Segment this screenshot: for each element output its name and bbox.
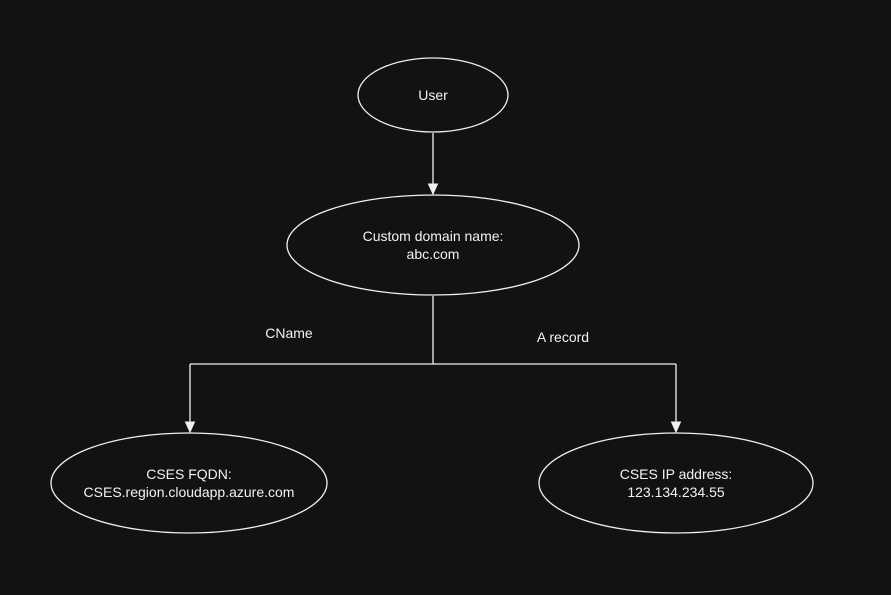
node-cses-ip-title: CSES IP address:: [620, 466, 733, 482]
node-cses-fqdn[interactable]: CSES FQDN: CSES.region.cloudapp.azure.co…: [50, 432, 328, 534]
node-cses-fqdn-title: CSES FQDN:: [146, 466, 232, 482]
arrow-down-icon: [427, 183, 439, 196]
node-user[interactable]: User: [357, 57, 509, 133]
node-cses-ip-shape: [538, 432, 814, 534]
node-custom-domain[interactable]: Custom domain name: abc.com: [286, 194, 580, 296]
edge-label-a-record: A record: [537, 329, 589, 345]
node-cses-fqdn-shape: [50, 432, 328, 534]
edge-domain-split: [190, 296, 676, 365]
arrow-down-icon: [670, 421, 682, 434]
edge-domain-to-ip: [670, 364, 682, 434]
edge-domain-to-fqdn: [184, 364, 196, 434]
node-user-shape: [357, 57, 509, 133]
node-user-label: User: [418, 87, 448, 103]
node-cses-fqdn-value: CSES.region.cloudapp.azure.com: [84, 484, 295, 500]
edge-user-to-domain: [427, 133, 439, 196]
node-cses-ip[interactable]: CSES IP address: 123.134.234.55: [538, 432, 814, 534]
node-custom-domain-title: Custom domain name:: [363, 228, 504, 244]
node-custom-domain-value: abc.com: [407, 246, 460, 262]
edge-label-cname: CName: [265, 325, 313, 341]
node-cses-ip-value: 123.134.234.55: [627, 484, 725, 500]
node-custom-domain-shape: [286, 194, 580, 296]
arrow-down-icon: [184, 421, 196, 434]
